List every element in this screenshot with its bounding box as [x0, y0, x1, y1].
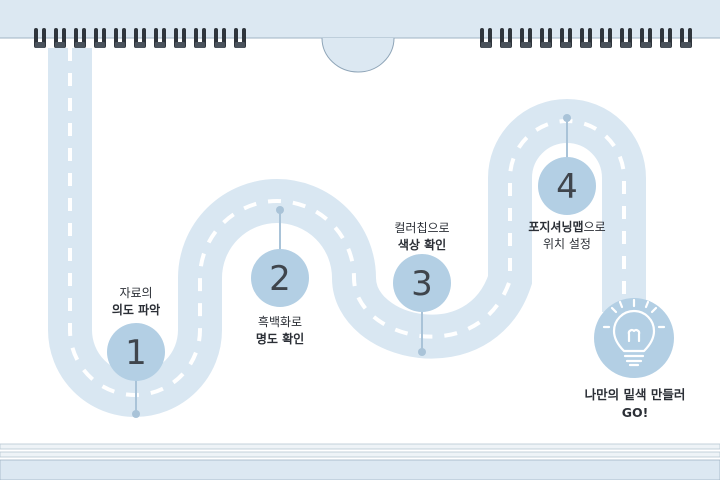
- step-label-1-line2: 의도 파악: [111, 303, 161, 317]
- goal-label: 나만의 밑색 만들러 GO!: [568, 386, 702, 422]
- step-pin-dot-1: [132, 410, 140, 418]
- binding-hole: [561, 42, 571, 48]
- goal-label-line2: GO!: [621, 405, 649, 420]
- binding-hole: [115, 42, 125, 48]
- goal-circle: [594, 298, 674, 378]
- bottom-frame-strip: [0, 459, 720, 480]
- bottom-page-edge: [0, 443, 720, 450]
- binding-hole: [35, 42, 45, 48]
- step-label-4-line2: 위치 설정: [543, 237, 591, 251]
- step-label-1-line1: 자료의: [119, 286, 153, 300]
- step-circle-3: [393, 254, 451, 312]
- step-label-2-line1: 흑백화로: [257, 315, 303, 329]
- binding-hole: [581, 42, 591, 48]
- binding-hole: [175, 42, 185, 48]
- binding-hole: [155, 42, 165, 48]
- binding-hole: [521, 42, 531, 48]
- binding-hole: [641, 42, 651, 48]
- step-number-2: 2: [269, 259, 291, 299]
- binding-hole: [75, 42, 85, 48]
- step-marker-2: 2: [251, 206, 309, 307]
- goal-label-line1: 나만의 밑색 만들러: [584, 387, 686, 402]
- step-marker-4: 4: [538, 114, 596, 215]
- road-dashes: [68, 48, 626, 397]
- goal-marker: [594, 298, 674, 378]
- step-label-4-line1: 포지셔닝맵으로: [512, 219, 622, 236]
- step-label-3-line1: 컬러칩으로: [394, 221, 450, 235]
- hanger-notch: [321, 37, 395, 73]
- binding-hole: [501, 42, 511, 48]
- step-label-4-line1-tail: 으로: [583, 220, 606, 234]
- step-label-2: 흑백화로 명도 확인: [241, 314, 319, 348]
- binding-hole: [601, 42, 611, 48]
- binding-hole: [621, 42, 631, 48]
- step-circle-2: [251, 249, 309, 307]
- binding-rings-left: [34, 28, 246, 48]
- binding-hole: [95, 42, 105, 48]
- step-marker-1: 1: [107, 323, 165, 418]
- step-pin-dot-3: [418, 348, 426, 356]
- binding-hole: [661, 42, 671, 48]
- binding-rings-right: [480, 28, 692, 48]
- step-number-3: 3: [411, 264, 433, 304]
- step-marker-3: 3: [393, 254, 451, 356]
- step-number-1: 1: [125, 333, 147, 373]
- binding-hole: [541, 42, 551, 48]
- step-label-3-line2: 색상 확인: [397, 238, 447, 252]
- binding-hole: [195, 42, 205, 48]
- step-label-4-line1-bold: 포지셔닝맵: [528, 220, 584, 234]
- binding-hole: [481, 42, 491, 48]
- step-circle-4: [538, 157, 596, 215]
- step-pin-dot-4: [563, 114, 571, 122]
- binding-hole: [135, 42, 145, 48]
- binding-hole: [55, 42, 65, 48]
- binding-hole: [215, 42, 225, 48]
- bottom-page-edge-2: [0, 451, 720, 458]
- binding-hole: [681, 42, 691, 48]
- binding-hole: [235, 42, 245, 48]
- step-circle-1: [107, 323, 165, 381]
- step-number-4: 4: [556, 167, 578, 207]
- step-pin-dot-2: [276, 206, 284, 214]
- step-label-4: 포지셔닝맵으로 위치 설정: [512, 219, 622, 253]
- lightbulb-icon: [602, 298, 666, 367]
- step-label-2-line2: 명도 확인: [255, 332, 305, 346]
- step-label-3: 컬러칩으로 색상 확인: [381, 220, 463, 254]
- step-label-1: 자료의 의도 파악: [100, 285, 172, 319]
